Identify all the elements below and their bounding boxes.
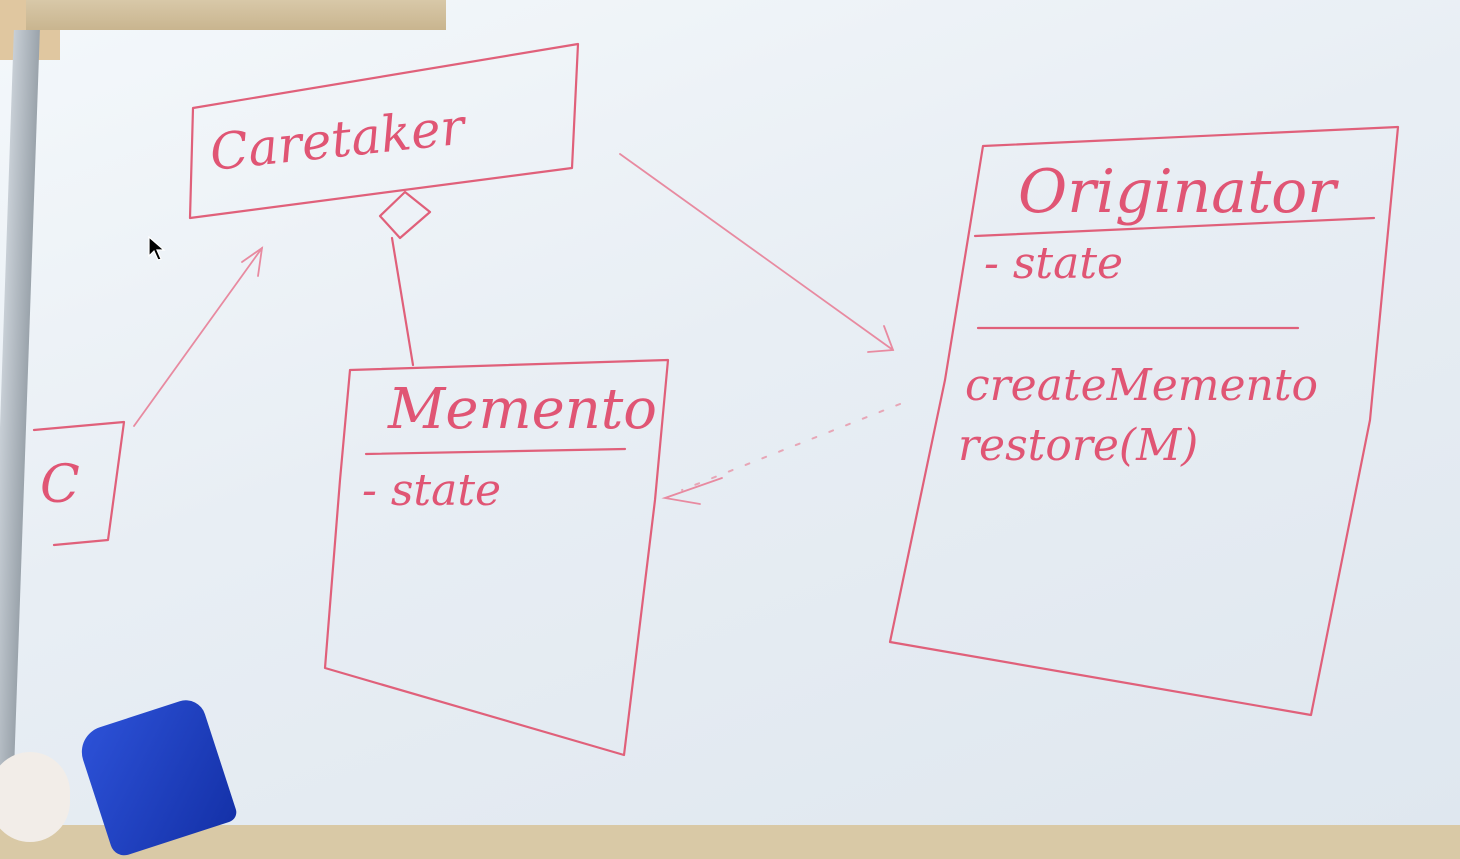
aggregation-line xyxy=(390,236,415,367)
uml-diagram: Caretaker Memento - state Originator - s… xyxy=(32,42,1400,757)
caretaker-originator-arrowhead xyxy=(867,325,895,353)
presenter-hand xyxy=(0,752,70,842)
client-class: C xyxy=(32,420,126,547)
originator-divider-1 xyxy=(973,216,1376,238)
originator-class: Originator - state createMemento restore… xyxy=(888,125,1400,717)
memento-attribute: - state xyxy=(362,465,501,516)
originator-attribute: - state xyxy=(984,238,1123,289)
memento-divider xyxy=(364,447,627,456)
aggregation-diamond xyxy=(378,190,432,240)
caretaker-name: Caretaker xyxy=(207,97,470,182)
memento-class: Memento - state xyxy=(323,358,670,757)
mouse-pointer-icon xyxy=(148,236,166,261)
caretaker-class: Caretaker xyxy=(188,42,580,220)
originator-operation-2: restore(M) xyxy=(958,420,1198,471)
caretaker-box xyxy=(188,42,580,220)
originator-operation-1: createMemento xyxy=(965,360,1318,411)
originator-box xyxy=(888,125,1400,717)
board-frame-top xyxy=(26,0,446,30)
originator-name: Originator xyxy=(1018,157,1339,227)
memento-box xyxy=(323,358,670,757)
client-caretaker-arrow xyxy=(133,247,263,427)
whiteboard xyxy=(0,0,1460,825)
client-box xyxy=(32,420,126,547)
caretaker-originator-arrow xyxy=(619,153,894,351)
memento-name: Memento xyxy=(387,377,657,442)
client-caretaker-arrowhead xyxy=(241,246,264,277)
originator-memento-dependency xyxy=(681,403,901,491)
dependency-arrowhead xyxy=(661,477,723,505)
client-name: C xyxy=(40,455,80,515)
